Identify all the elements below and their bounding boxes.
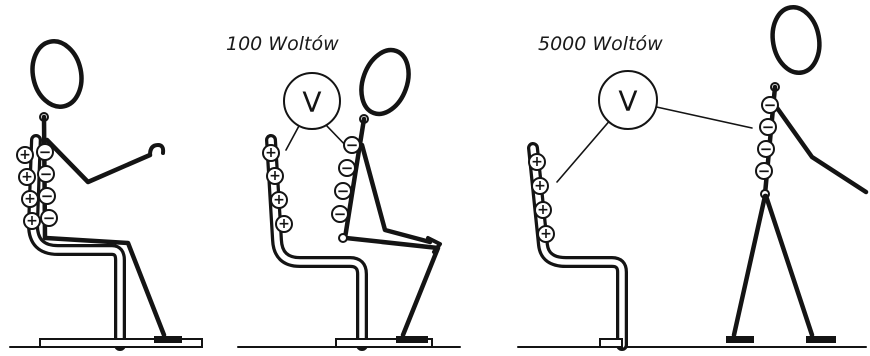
panel-3-standing-person: 5000 Woltów V + + + + − − − − [518,4,866,347]
hip-joint [339,234,347,242]
foot-right [806,336,836,343]
plus-charge: + [21,169,33,185]
head [27,37,88,112]
hand [150,145,163,155]
minus-charge: − [758,162,771,180]
meter-wire-left [286,124,300,150]
negative-charge-column: − − − − [756,96,778,180]
chair-base [600,339,622,347]
arm [775,105,866,192]
minus-charge: − [346,136,359,154]
plus-charge: + [278,216,290,232]
plus-charge: + [537,202,549,218]
plus-charge: + [269,168,281,184]
minus-charge: − [764,96,777,114]
minus-charge: − [39,143,52,161]
foot [154,336,182,343]
voltage-caption: 5000 Woltów [538,33,663,55]
minus-charge: − [341,159,354,177]
minus-charge: − [762,118,775,136]
minus-charge: − [41,187,54,205]
plus-charge: + [19,147,31,163]
voltage-caption: 100 Woltów [226,33,339,55]
plus-charge: + [531,154,543,170]
voltmeter-label: V [618,85,637,118]
arm [47,140,150,182]
minus-charge: − [43,209,56,227]
meter-wire-right [652,106,752,128]
head [353,43,417,120]
voltmeter-label: V [302,86,321,119]
plus-charge: + [265,145,277,161]
minus-charge: − [760,140,773,158]
plus-charge: + [24,191,36,207]
minus-charge: − [40,165,53,183]
meter-wire-left [557,118,612,182]
plus-charge: + [26,213,38,229]
minus-charge: − [334,205,347,223]
foot-left [726,336,754,343]
leg-right [766,196,812,335]
chair [533,148,622,345]
head [768,4,825,77]
foot [396,336,428,343]
plus-charge: + [540,226,552,242]
panel-2-rising-person: 100 Woltów V + + + + − − − − [226,33,460,347]
panel-1-seated-person: + + + + − − − − [10,37,202,347]
arm [362,145,430,242]
plus-charge: + [273,192,285,208]
leg-left [734,196,765,335]
minus-charge: − [337,182,350,200]
plus-charge: + [534,178,546,194]
